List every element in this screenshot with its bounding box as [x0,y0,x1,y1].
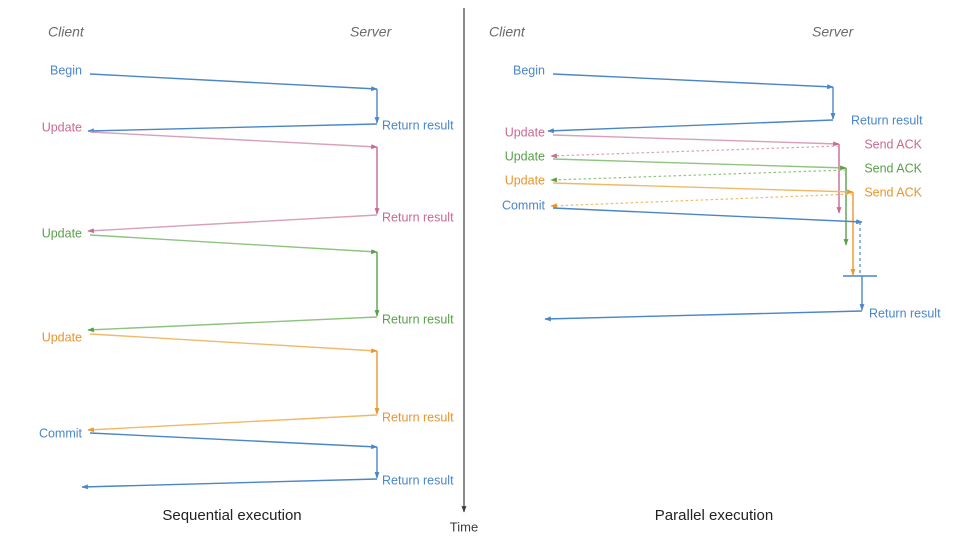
request-arrow-commit [89,432,378,450]
message-label-update-2-parallel: Update [505,149,545,163]
message-label-update-2-sequential: Update [42,226,82,240]
request-arrow-update-3 [552,182,854,195]
request-arrow-update-3 [89,333,378,354]
message-label-commit-sequential: Commit [39,426,83,440]
message-label-commit-parallel: Commit [502,198,546,212]
actor-label-server-sequential: Server [350,24,393,40]
message-label-begin-parallel: Begin [513,63,545,77]
reply-label-commit-parallel: Return result [869,306,941,320]
ack-arrow-update-1 [550,145,840,159]
message-label-update-1-parallel: Update [505,125,545,139]
reply-label-update-3-sequential: Return result [382,410,454,424]
request-arrow-commit [552,207,863,225]
message-label-update-1-sequential: Update [42,120,82,134]
panel-caption-sequential: Sequential execution [162,507,301,524]
reply-arrow-update-2 [87,316,378,333]
reply-arrow-begin [87,123,378,134]
panel-caption-parallel: Parallel execution [655,507,773,524]
ack-label-update-3-parallel: Send ACK [864,185,922,199]
ack-label-update-1-parallel: Send ACK [864,137,922,151]
message-label-update-3-sequential: Update [42,330,82,344]
request-arrow-begin [89,73,378,92]
reply-label-begin-parallel: Return result [851,113,923,127]
reply-label-commit-sequential: Return result [382,473,454,487]
message-label-update-3-parallel: Update [505,173,545,187]
message-label-begin-sequential: Begin [50,63,82,77]
time-axis-label: Time [450,519,478,534]
reply-label-update-1-sequential: Return result [382,210,454,224]
ack-arrow-update-3 [550,193,854,209]
reply-label-begin-sequential: Return result [382,118,454,132]
request-arrow-update-1 [552,134,840,147]
ack-label-update-2-parallel: Send ACK [864,161,922,175]
actor-label-server-parallel: Server [812,24,855,40]
reply-label-update-2-sequential: Return result [382,312,454,326]
reply-arrow-update-3 [87,414,378,433]
reply-arrow-commit [81,478,378,490]
reply-arrow-begin [547,119,834,134]
request-arrow-update-2 [89,234,378,255]
time-axis-group: Time [450,8,478,534]
request-arrow-update-2 [552,158,847,171]
request-arrow-begin [552,73,834,90]
reply-arrow-commit [544,310,863,322]
actor-label-client-sequential: Client [48,24,85,40]
actor-label-client-parallel: Client [489,24,526,40]
ack-arrow-update-2 [550,169,847,183]
reply-arrow-update-1 [87,214,378,234]
request-arrow-update-1 [89,131,378,150]
